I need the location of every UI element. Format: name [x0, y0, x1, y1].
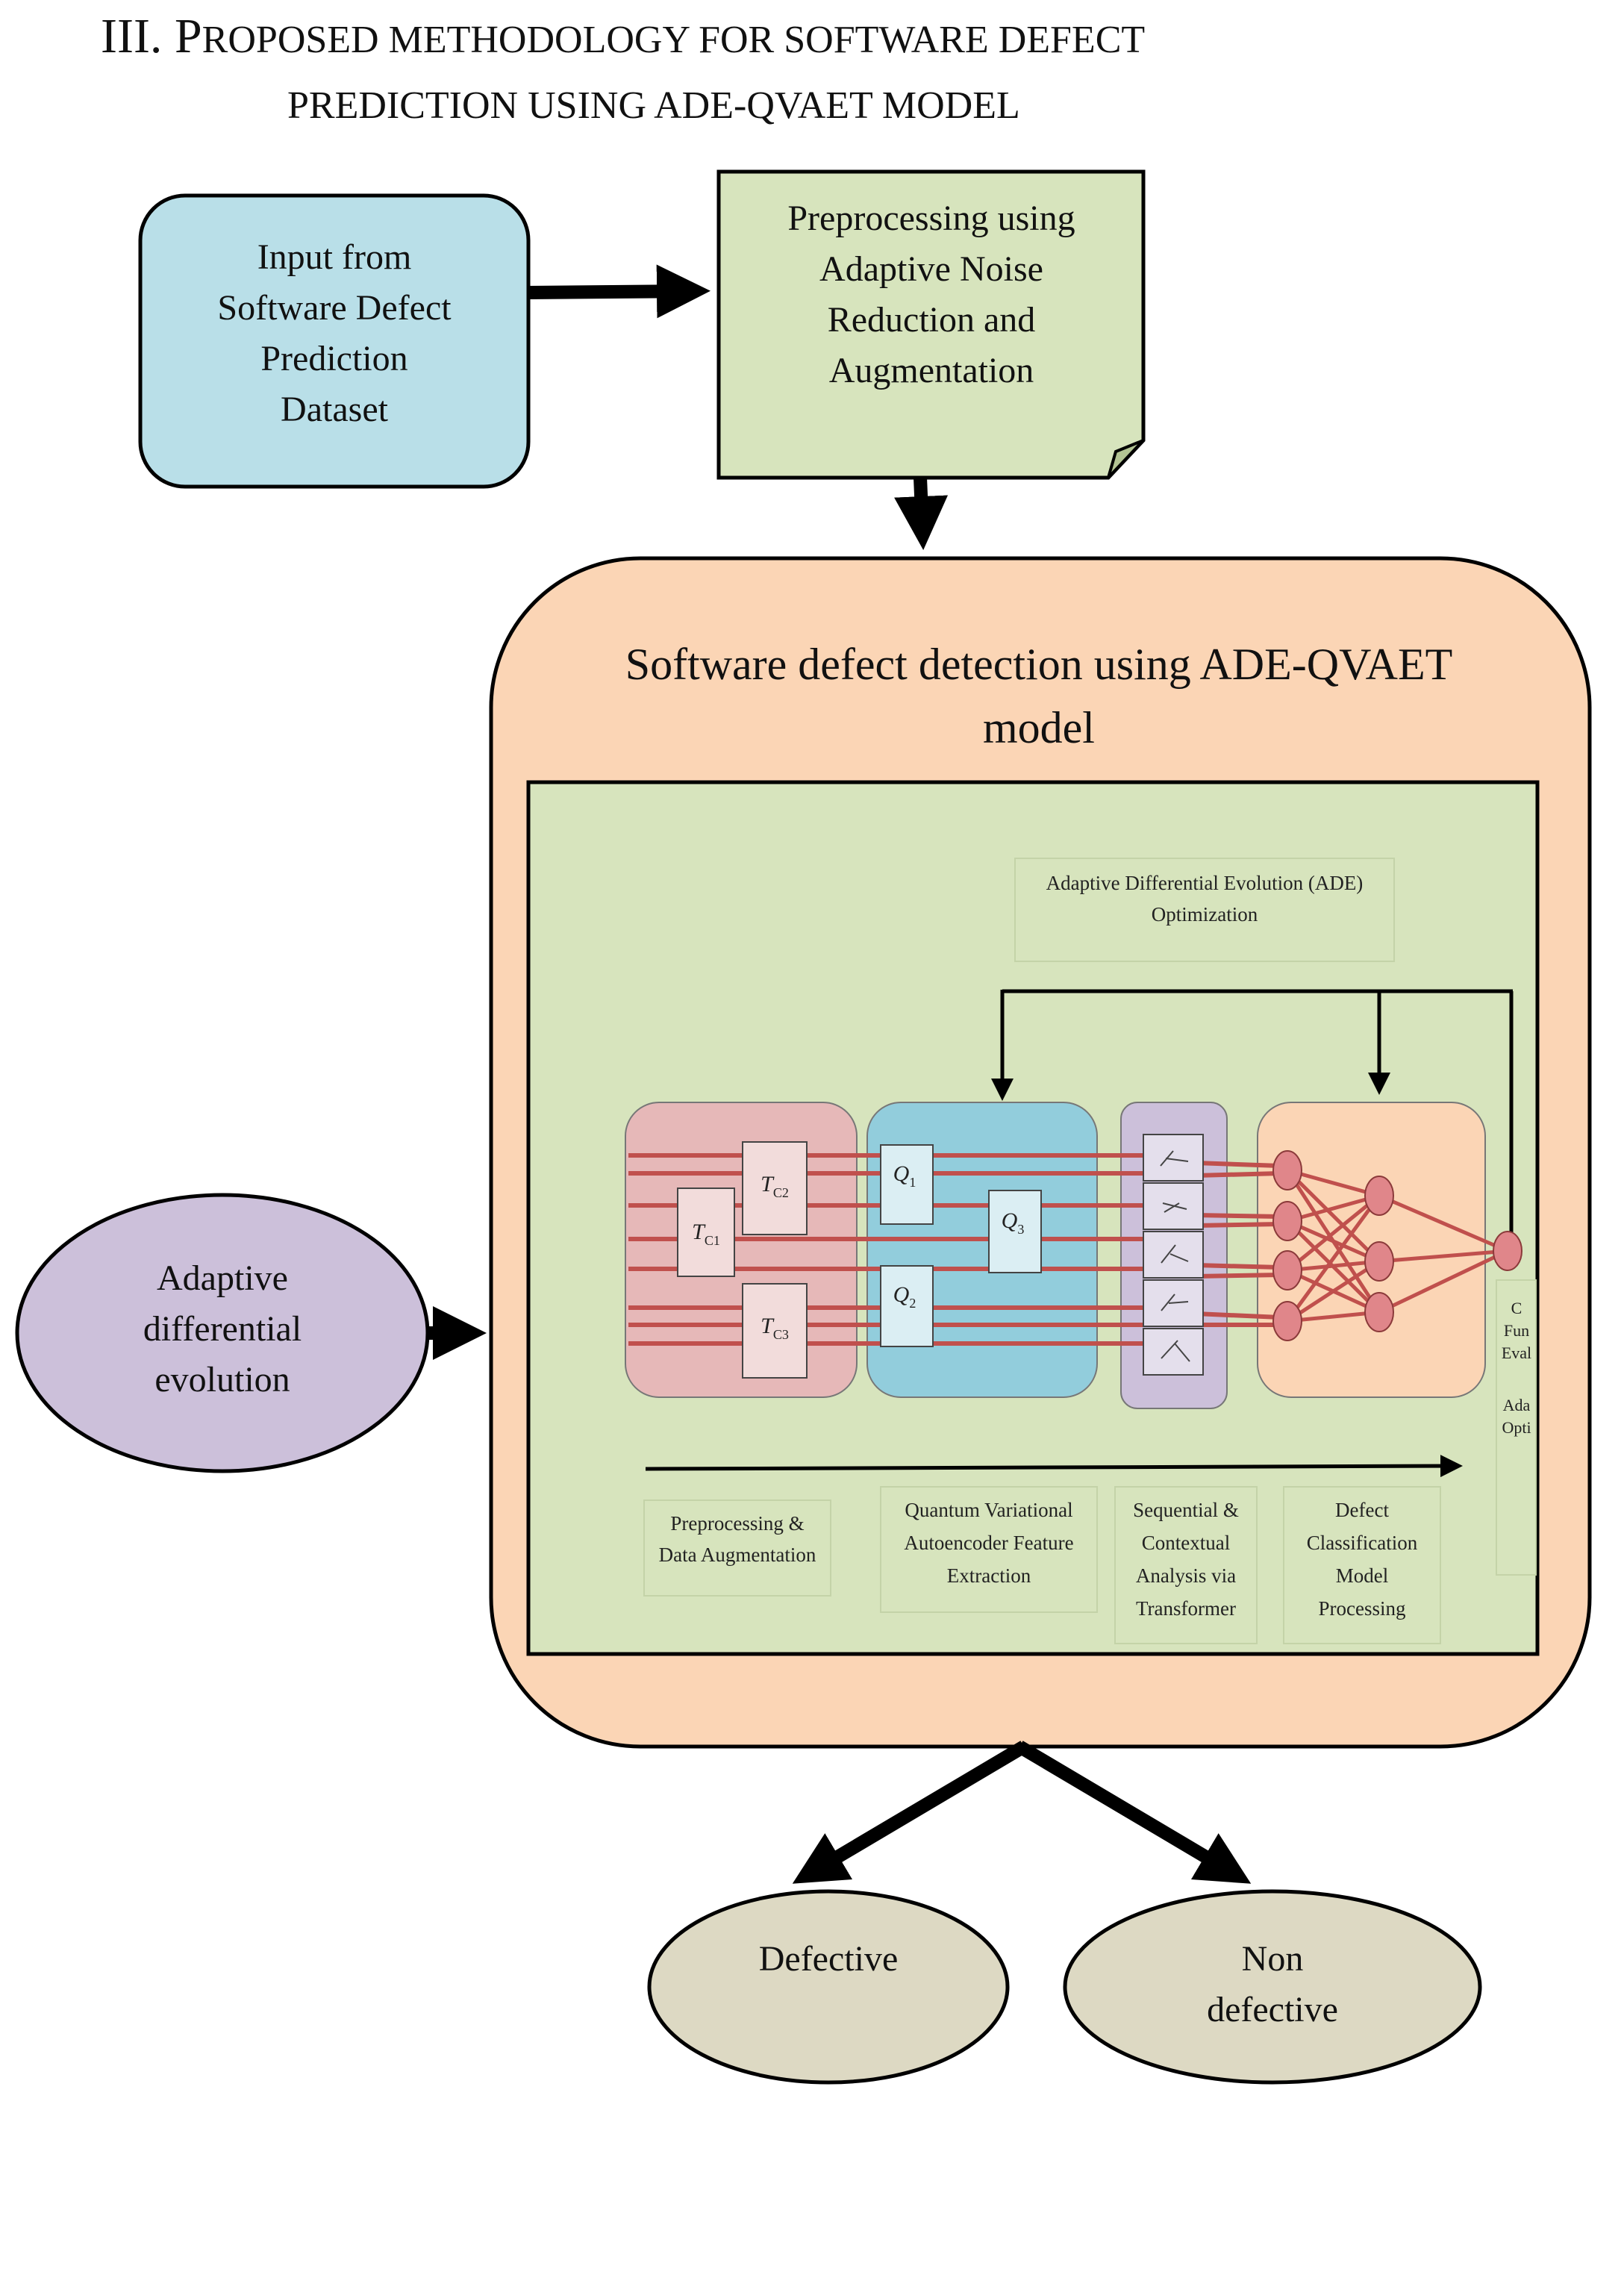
- svg-text:Classification: Classification: [1307, 1532, 1418, 1554]
- svg-text:Adaptive: Adaptive: [157, 1258, 288, 1298]
- svg-text:Transformer: Transformer: [1136, 1597, 1236, 1620]
- svg-text:Data Augmentation: Data Augmentation: [659, 1544, 816, 1566]
- svg-text:Contextual: Contextual: [1142, 1532, 1230, 1554]
- stage-label-qvae: Quantum Variational Autoencoder Feature …: [880, 1486, 1098, 1613]
- tc2-block: TC2: [742, 1141, 808, 1235]
- svg-text:Fun: Fun: [1504, 1321, 1529, 1340]
- input-line: Prediction: [260, 339, 407, 378]
- fitness-evaluation-panel: C Fun Eval Ada Opti: [1496, 1279, 1537, 1576]
- svg-text:TC3: TC3: [761, 1314, 789, 1342]
- svg-text:Q3: Q3: [1002, 1208, 1025, 1237]
- nn-nodes: [1272, 1150, 1522, 1341]
- svg-text:Q2: Q2: [893, 1282, 916, 1311]
- feedback-loop: [991, 989, 1514, 1235]
- flow-arrow: [645, 1455, 1463, 1478]
- svg-text:defective: defective: [1207, 1990, 1338, 2029]
- preprocess-line: Augmentation: [829, 351, 1034, 390]
- ade-label-line: Optimization: [1152, 903, 1258, 926]
- architecture-panel: Adaptive Differential Evolution (ADE) Op…: [526, 780, 1540, 1656]
- non-defective-output: Non defective: [1063, 1889, 1482, 2085]
- input-line: Software Defect: [217, 288, 452, 328]
- svg-text:TC2: TC2: [761, 1172, 789, 1200]
- ade-ellipse: Adaptive differential evolution: [15, 1193, 430, 1473]
- svg-text:C: C: [1511, 1299, 1522, 1317]
- svg-text:differential: differential: [143, 1309, 302, 1349]
- svg-text:Autoencoder Feature: Autoencoder Feature: [904, 1532, 1073, 1554]
- svg-text:III. PROPOSED METHODOLOGY FOR: III. PROPOSED METHODOLOGY FOR SOFTWARE D…: [101, 9, 1145, 63]
- svg-text:Opti: Opti: [1502, 1418, 1531, 1437]
- svg-text:Preprocessing &: Preprocessing &: [670, 1512, 804, 1535]
- arrow-preprocess-to-model: [894, 477, 949, 550]
- svg-text:Analysis via: Analysis via: [1136, 1564, 1236, 1587]
- ade-label-line: Adaptive Differential Evolution (ADE): [1046, 872, 1364, 894]
- svg-text:Ada: Ada: [1503, 1396, 1531, 1414]
- svg-text:Quantum Variational: Quantum Variational: [905, 1499, 1072, 1521]
- stage-label-preprocessing: Preprocessing & Data Augmentation: [643, 1499, 831, 1597]
- heading-cap: P: [175, 9, 202, 63]
- svg-text:Eval: Eval: [1502, 1343, 1531, 1362]
- q2-block: Q2: [880, 1265, 934, 1347]
- arrow-input-to-preprocess: [528, 264, 710, 319]
- tc3-block: TC3: [742, 1283, 808, 1379]
- defective-output: Defective: [647, 1889, 1010, 2085]
- transformer-cells: [1143, 1134, 1204, 1376]
- preprocess-line: Adaptive Noise: [819, 249, 1043, 289]
- q3-block: Q3: [988, 1190, 1042, 1273]
- neural-network: [1285, 1168, 1509, 1323]
- preprocessing-stage-block: [625, 1102, 858, 1398]
- preprocess-line: Reduction and: [828, 300, 1036, 340]
- svg-text:Defect: Defect: [1335, 1499, 1389, 1521]
- q1-block: Q1: [880, 1144, 934, 1225]
- preprocessing-box: Preprocessing using Adaptive Noise Reduc…: [716, 169, 1146, 480]
- svg-text:Defective: Defective: [759, 1939, 899, 1979]
- model-title-line: model: [983, 703, 1095, 752]
- stage-label-transformer: Sequential & Contextual Analysis via Tra…: [1114, 1486, 1258, 1644]
- svg-text:TC1: TC1: [692, 1220, 720, 1248]
- svg-text:Extraction: Extraction: [947, 1564, 1031, 1587]
- input-line: Input from: [257, 237, 412, 277]
- input-dataset-box: Input from Software Defect Prediction Da…: [138, 193, 531, 489]
- svg-text:Non: Non: [1242, 1939, 1304, 1979]
- stage-label-classification: Defect Classification Model Processing: [1283, 1486, 1441, 1644]
- model-title-line: Software defect detection using ADE-QVAE…: [625, 640, 1453, 689]
- section-heading: III. PROPOSED METHODOLOGY FOR SOFTWARE D…: [101, 9, 1145, 127]
- svg-text:Sequential &: Sequential &: [1133, 1499, 1239, 1521]
- tc1-block: TC1: [677, 1188, 735, 1277]
- heading-line2: PREDICTION USING ADE-QVAET MODEL: [287, 84, 1020, 127]
- arrow-to-non-defective: [1016, 1741, 1252, 1884]
- preprocess-line: Preprocessing using: [787, 199, 1075, 238]
- arrow-to-defective: [792, 1741, 1028, 1884]
- svg-text:evolution: evolution: [154, 1360, 290, 1399]
- heading-line1: ROPOSED METHODOLOGY FOR SOFTWARE DEFECT: [202, 19, 1146, 61]
- heading-prefix: III.: [101, 9, 175, 63]
- input-line: Dataset: [281, 390, 389, 429]
- svg-text:Q1: Q1: [893, 1161, 916, 1190]
- svg-text:Model: Model: [1336, 1564, 1389, 1587]
- svg-text:Processing: Processing: [1319, 1597, 1406, 1620]
- model-box: Software defect detection using ADE-QVAE…: [489, 556, 1592, 1749]
